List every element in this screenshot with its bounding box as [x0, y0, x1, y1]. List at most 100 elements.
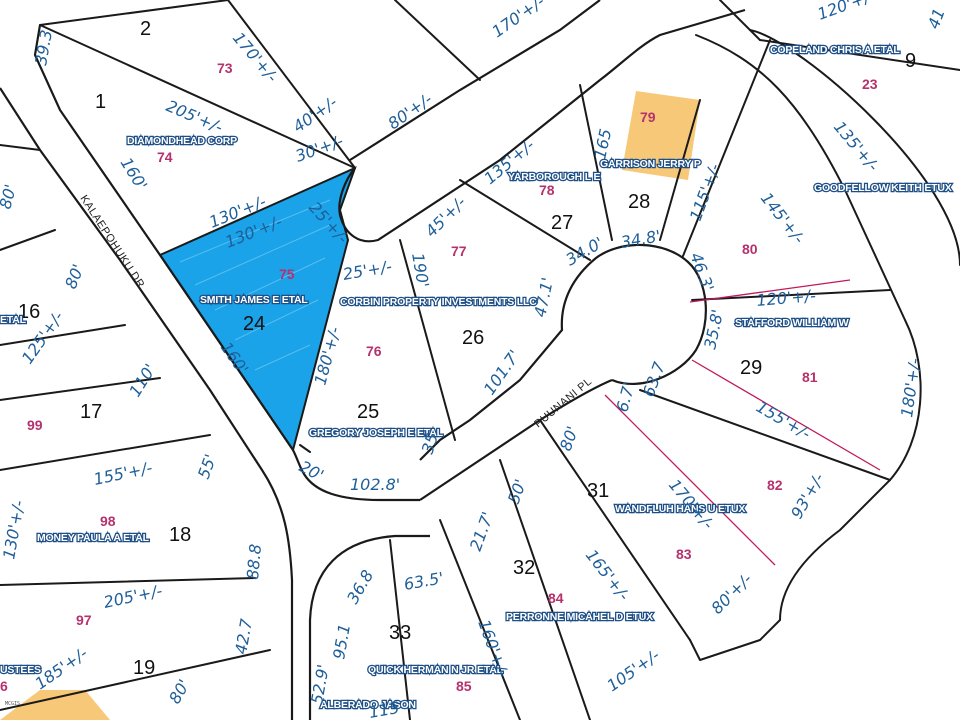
lot-number: 32	[513, 557, 535, 579]
dimension-label: 105'+/-	[603, 645, 663, 695]
dimension-label: 80'	[61, 261, 88, 291]
lot-number: 24	[243, 313, 265, 335]
dimension-label: 135'+/-	[830, 117, 883, 175]
building-79	[622, 91, 700, 180]
parcel-number: 76	[366, 343, 382, 359]
owner-labels: DIAMONDHEAD CORP COPELAND CHRIS A ETAL G…	[0, 43, 953, 713]
parcel-number: 6	[0, 678, 8, 694]
street-name-kalaepohuku: KALAEPOHUKU DR	[77, 193, 146, 291]
parcel-number: 77	[451, 243, 467, 259]
owner-label: COPELAND CHRIS A ETAL	[770, 44, 900, 56]
owner-label: MONEY PAULA A ETAL	[37, 532, 150, 544]
dimension-label: 45'+/-	[421, 192, 469, 240]
parcel-number: 73	[217, 60, 233, 76]
dimension-label: 145'+/-	[757, 189, 809, 248]
highlight-texture	[179, 199, 331, 371]
dimension-label: 165'+/-	[582, 546, 634, 605]
owner-label: PERRONNE MICAHEL D ETUX	[506, 611, 653, 623]
dimension-label: 63.5'	[402, 568, 445, 594]
lot-number: 2	[140, 18, 151, 40]
dimension-label: 6.7'	[613, 380, 639, 414]
lot-number: 27	[551, 212, 573, 234]
dimension-label: 205'+/-	[102, 581, 164, 612]
owner-label: QUICK HERMAN N JR ETAL	[368, 664, 504, 676]
parcel-number: 84	[548, 590, 564, 606]
dimension-label: 95.1	[329, 622, 354, 660]
lot-number: 29	[740, 357, 762, 379]
building-sw	[0, 690, 110, 720]
parcel-number: 82	[767, 477, 783, 493]
parcel-number: 75	[279, 266, 295, 282]
dimension-label: 93'+/-	[787, 470, 828, 522]
dimension-label: 165	[590, 127, 615, 161]
dimension-label: 120'+/-	[815, 0, 878, 24]
lot-number: 18	[169, 524, 191, 546]
dimension-label: 42.7	[231, 617, 256, 656]
parcel-number: 97	[76, 612, 92, 628]
dimension-label: 110'	[125, 360, 160, 400]
dimension-label: 88.8	[243, 543, 265, 580]
parcel-number: 98	[100, 513, 116, 529]
dimension-label: 36.8	[343, 567, 377, 607]
dimension-label: 155'+/-	[92, 458, 154, 489]
lot-number: 31	[587, 480, 609, 502]
dimension-label: 155'+/-	[753, 397, 814, 443]
dimension-label: 39.3	[31, 28, 56, 66]
dimension-label: 115	[367, 698, 400, 720]
owner-label: GOODFELLOW KEITH ETUX	[814, 182, 952, 194]
dimension-label: 41	[924, 6, 949, 32]
owner-label: SMITH JAMES E ETAL	[200, 294, 308, 306]
parcel-number: 83	[676, 546, 692, 562]
dimension-label: 160'	[117, 154, 152, 194]
dimension-label: 205'+/-	[163, 96, 225, 137]
lot-number: 28	[628, 191, 650, 213]
owner-label: DIAMONDHEAD CORP	[127, 135, 237, 147]
parcel-number: 23	[862, 76, 878, 92]
owner-label: GARRISON JERRY P	[600, 158, 701, 170]
owner-label: WANDFLUH HANS U ETUX	[615, 503, 745, 515]
dimension-label: 47.1'	[530, 276, 557, 319]
dimension-label: 101.7'	[480, 346, 524, 398]
dimension-label: 120'+/-	[756, 286, 817, 310]
lot-number: 19	[133, 657, 155, 679]
lot-number: 1	[95, 91, 106, 113]
dimension-label: 20'	[296, 457, 327, 485]
dimension-label: 35.8'	[700, 308, 727, 351]
dimension-label: 115'+/-	[686, 161, 724, 224]
owner-label: USTEES	[0, 664, 41, 676]
lot-number: 33	[389, 622, 411, 644]
lot-number: 16	[18, 301, 40, 323]
dimension-label: 55'	[194, 452, 220, 482]
lot-numbers: 2 1 9 28 27 24 16 26 29 17 25 31 18 32 3…	[18, 18, 916, 679]
parcel-number: 85	[456, 678, 472, 694]
lot-number: 25	[357, 401, 379, 423]
parcel-number: 78	[539, 182, 555, 198]
dimension-label: 130'+/-	[0, 499, 28, 561]
corner-text: MCGIS	[5, 701, 20, 707]
parcel-number: 80	[742, 241, 758, 257]
lot-number: 26	[462, 327, 484, 349]
dimension-label: 34.8'	[619, 226, 662, 252]
dimension-label: 34.0'	[563, 233, 607, 269]
dimension-label: 170'+/-	[488, 0, 548, 41]
parcel-numbers: 73 74 79 78 23 77 80 75 76 81 99 82 98 8…	[0, 60, 878, 694]
owner-label: ETAL	[0, 314, 27, 326]
dimension-label: 80'	[556, 424, 582, 454]
dimension-label: 80'	[165, 676, 194, 707]
lot-number: 9	[905, 50, 916, 72]
dimension-label: 46.3'	[686, 250, 718, 294]
owner-label: ALBERADO JASON	[320, 699, 416, 711]
dimension-label: 21.7'	[466, 509, 498, 553]
dimension-label: 40'+/-	[289, 92, 340, 136]
parcel-number: 81	[802, 369, 818, 385]
dimension-label: 102.8'	[350, 475, 400, 494]
dimension-label: 25'+/-	[341, 257, 393, 284]
lot-number: 17	[80, 401, 102, 423]
pink-lines	[604, 279, 881, 566]
parcel-number: 79	[640, 109, 656, 125]
owner-label: GREGORY JOSEPH E ETAL	[309, 427, 444, 439]
